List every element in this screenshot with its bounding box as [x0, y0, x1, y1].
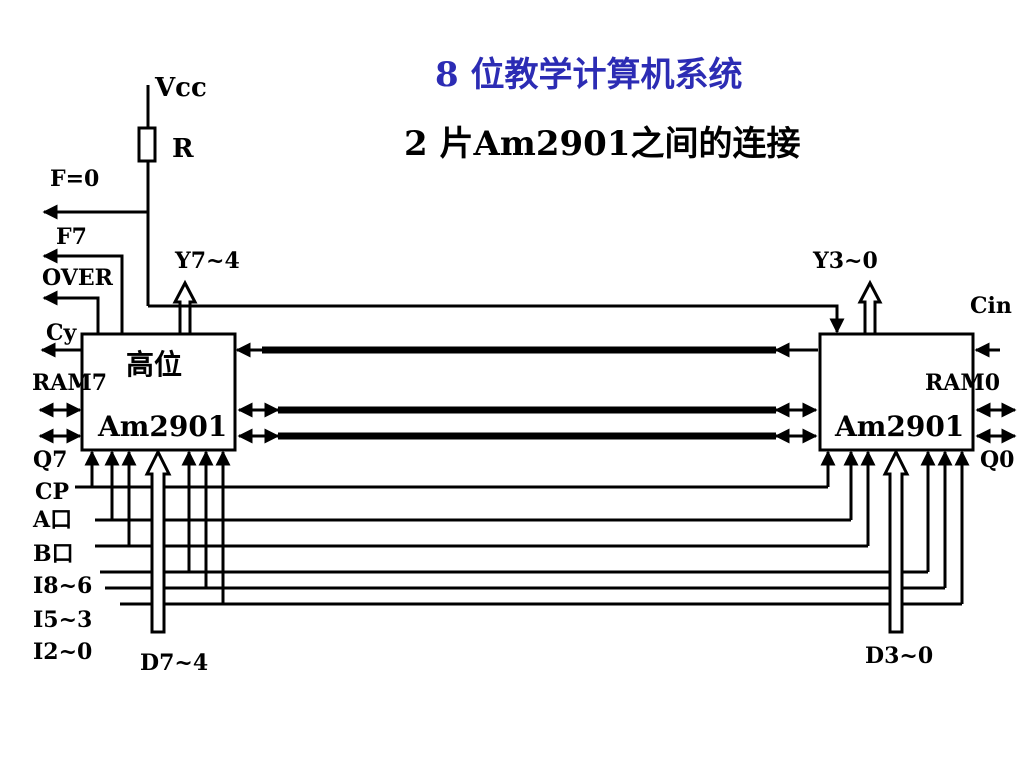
y74-output-arrow	[172, 279, 198, 336]
high-chip-name: Am2901	[97, 410, 227, 443]
cin-label: Cin	[970, 293, 1012, 319]
carry-link-line	[148, 304, 845, 334]
y30-label: Y3~0	[812, 248, 878, 274]
i20-label: I2~0	[33, 639, 92, 665]
f7-label: F7	[56, 224, 87, 250]
main-title: 8 位教学计算机系统	[435, 55, 743, 95]
high-chip-tag: 高位	[126, 348, 182, 381]
d74-input-arrow	[144, 448, 172, 634]
high-chip-body	[80, 332, 237, 452]
q0-label: Q0	[980, 447, 1014, 473]
i86-label: I8~6	[33, 573, 92, 599]
sub-title: 2 片Am2901之间的连接	[404, 124, 800, 164]
y74-label: Y7~4	[174, 248, 240, 274]
over-line	[42, 290, 100, 334]
resistor-label: R	[172, 134, 194, 164]
f7-line	[42, 248, 124, 334]
d30-label: D3~0	[865, 643, 933, 669]
i53-label: I5~3	[33, 607, 92, 633]
over-label: OVER	[42, 265, 114, 291]
ram0-label: RAM0	[925, 370, 1000, 396]
a-port-label: A口	[32, 507, 72, 533]
cy-label: Cy	[46, 320, 78, 346]
cp-label: CP	[35, 479, 69, 505]
f0-label: F=0	[50, 166, 99, 192]
low-chip-name: Am2901	[834, 410, 964, 443]
pullup-resistor	[137, 126, 157, 163]
d30-input-arrow	[882, 448, 910, 634]
d74-label: D7~4	[140, 650, 208, 676]
vcc-label: Vcc	[154, 73, 207, 103]
q7-label: Q7	[33, 447, 67, 473]
low-chip-body	[818, 332, 975, 452]
ram7-label: RAM7	[32, 370, 107, 396]
y30-output-arrow	[857, 279, 883, 336]
b-port-label: B口	[33, 541, 74, 567]
